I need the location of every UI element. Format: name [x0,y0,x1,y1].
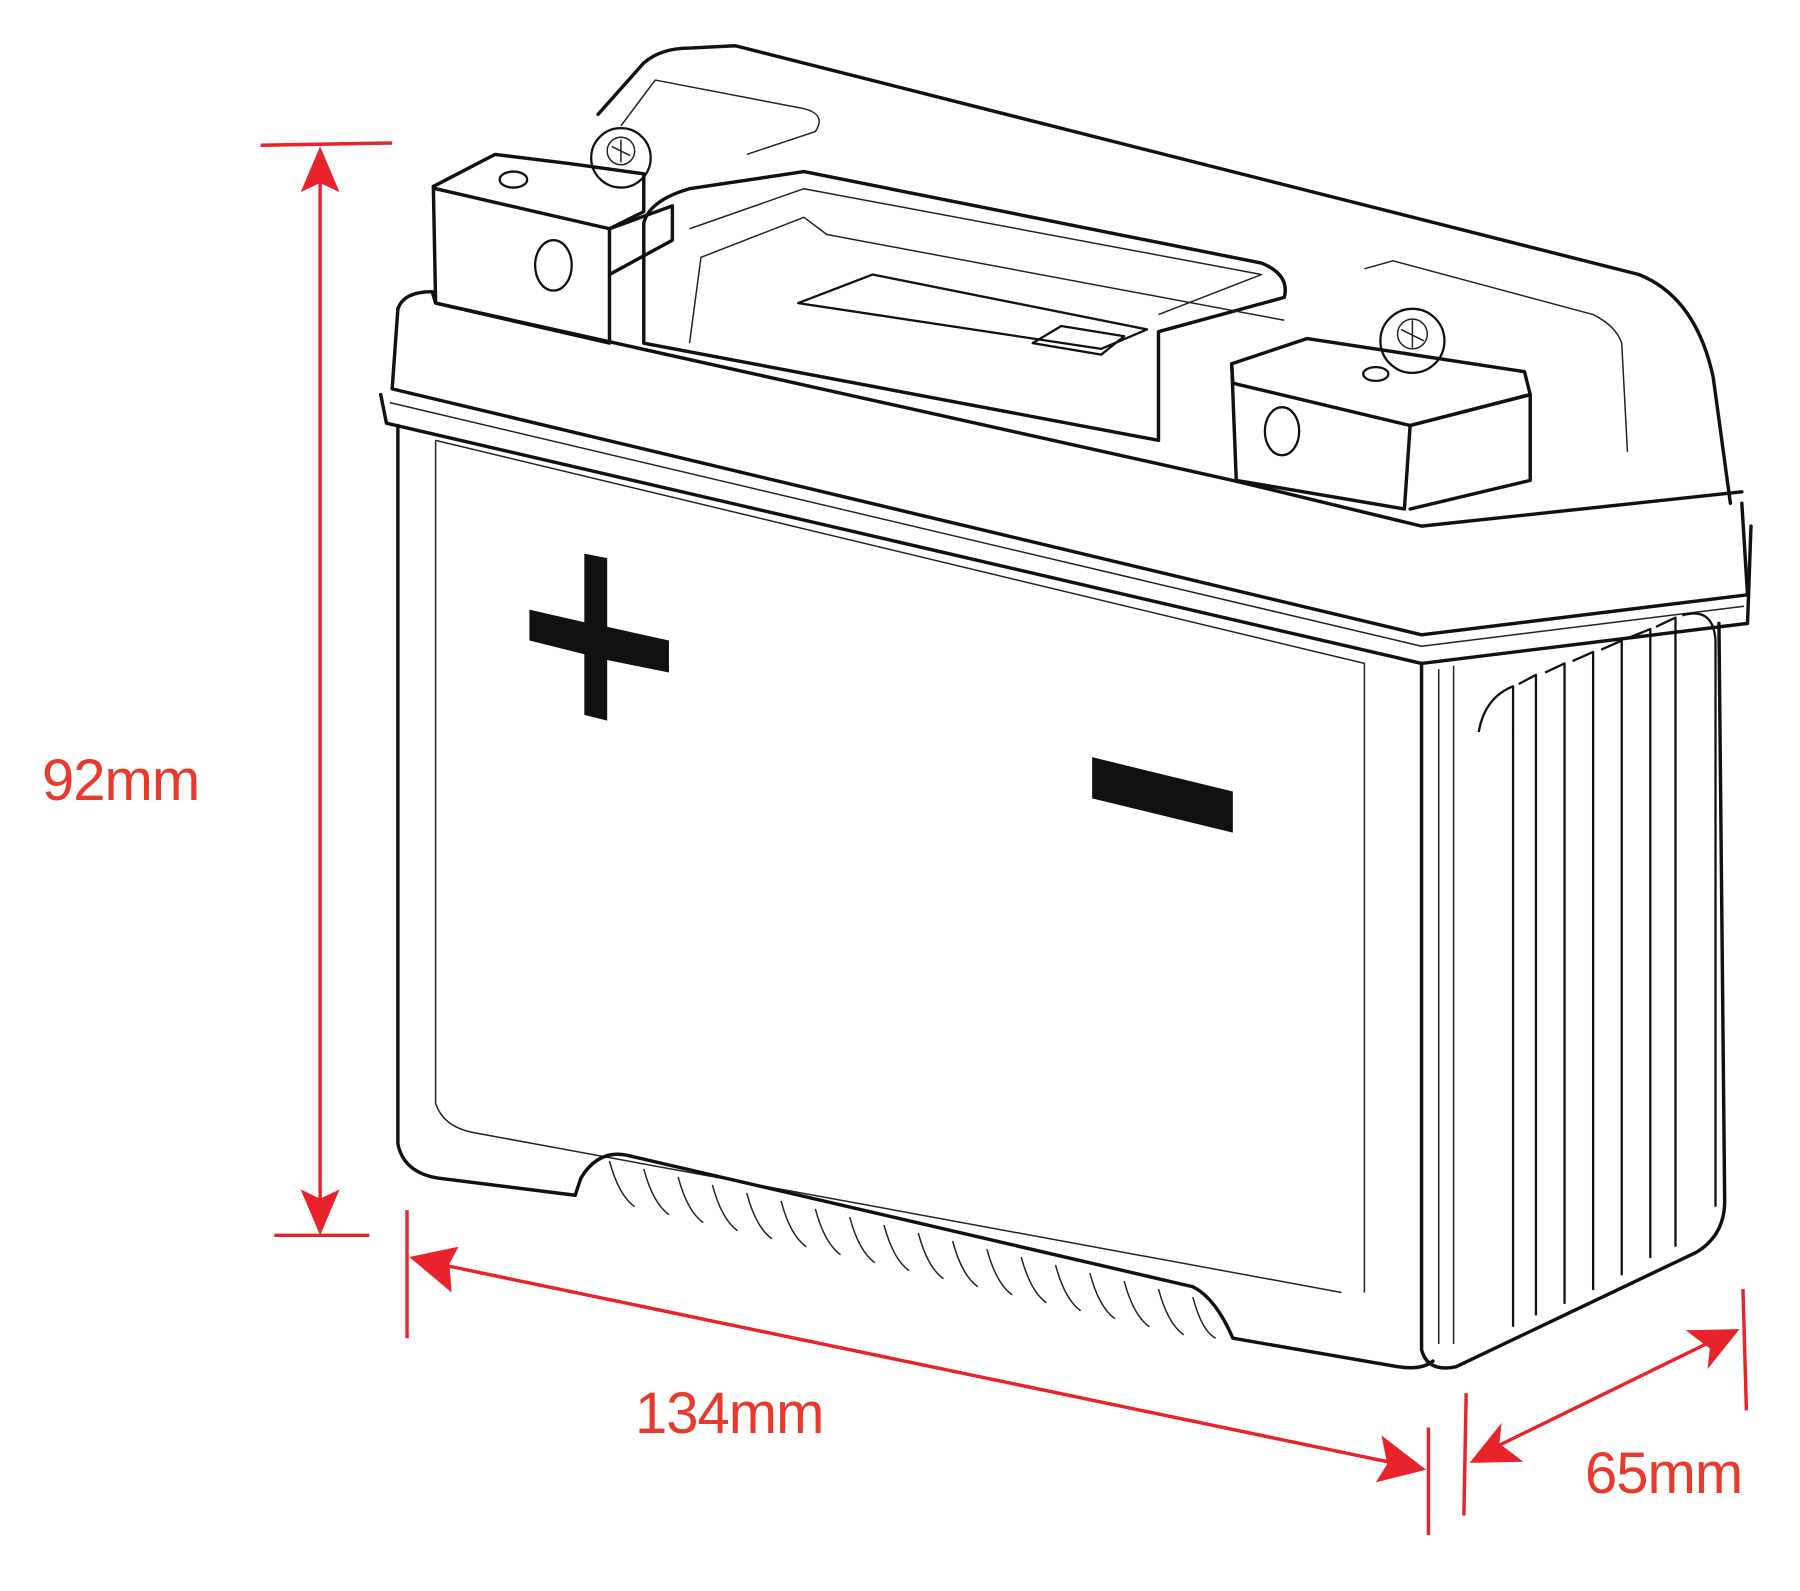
length-label: 134mm [635,1381,824,1446]
negative-symbol [1092,757,1233,833]
positive-symbol [529,553,669,721]
side-ribs [1477,612,1717,1327]
bottom-ribs [608,1160,1217,1339]
battery-body [379,44,1753,1370]
height-label: 92mm [42,748,200,813]
width-dimension-line [1462,1288,1749,1516]
height-dimension-line [260,141,393,1237]
length-dimension-line [405,1210,1431,1535]
width-label: 65mm [1585,1441,1743,1506]
